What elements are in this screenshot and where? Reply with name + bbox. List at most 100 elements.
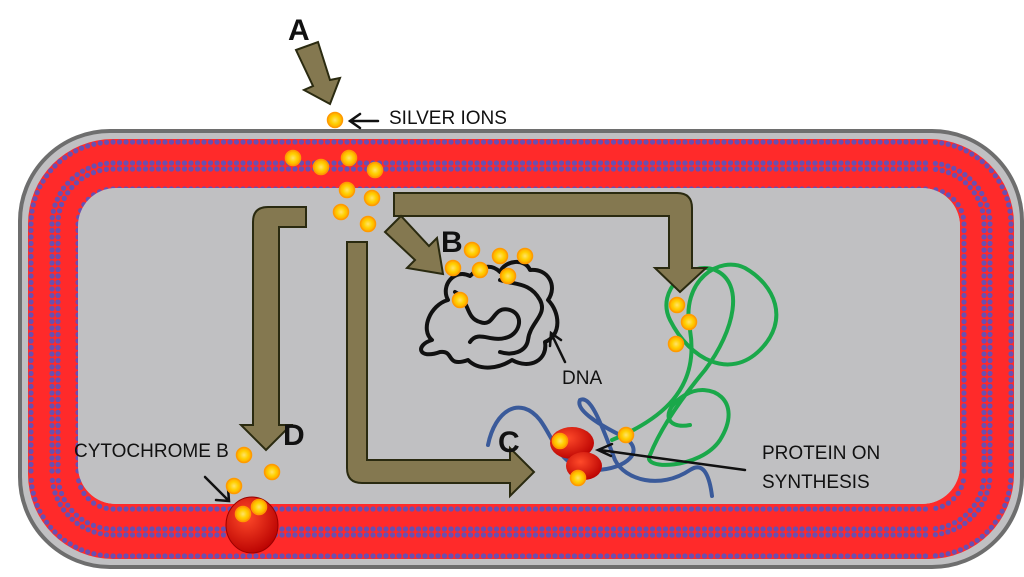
lipid-head <box>28 279 34 286</box>
lipid-head <box>129 139 136 145</box>
lipid-head <box>181 532 188 538</box>
lipid-head <box>402 160 409 166</box>
lipid-head <box>49 461 55 468</box>
lipid-head <box>987 429 993 435</box>
lipid-head <box>357 526 363 532</box>
lipid-head <box>708 160 714 166</box>
lipid-head <box>721 139 727 145</box>
lipid-head <box>812 166 818 172</box>
lipid-head <box>73 512 80 518</box>
lipid-head <box>1008 260 1014 266</box>
lipid-head <box>91 163 97 169</box>
lipid-head <box>896 160 903 166</box>
silver-ion <box>444 259 462 277</box>
lipid-head <box>55 409 61 416</box>
lipid-head <box>409 166 415 172</box>
lipid-head <box>987 338 993 344</box>
lipid-head <box>1008 299 1014 305</box>
lipid-head <box>591 506 597 512</box>
lipid-head <box>987 240 993 247</box>
silver-ion <box>363 189 381 207</box>
lipid-head <box>773 532 779 538</box>
lipid-head <box>461 532 467 538</box>
lipid-head <box>28 422 34 429</box>
lipid-head <box>753 553 760 559</box>
lipid-head <box>669 532 675 538</box>
lipid-head <box>779 506 786 512</box>
lipid-head <box>305 139 311 145</box>
lipid-head <box>957 145 964 151</box>
lipid-head <box>883 506 890 512</box>
lipid-head <box>987 227 993 234</box>
lipid-head <box>532 553 539 559</box>
lipid-head <box>669 166 675 172</box>
lipid-head <box>877 166 883 172</box>
lipid-head <box>987 442 993 448</box>
lipid-head <box>992 173 998 179</box>
lipid-head <box>975 507 982 513</box>
lipid-head <box>799 532 805 538</box>
lipid-head <box>708 506 714 512</box>
lipid-head <box>207 139 214 145</box>
lipid-head <box>55 357 61 364</box>
membrane-band <box>28 139 1014 559</box>
lipid-head <box>857 532 864 538</box>
lipid-head <box>714 506 721 512</box>
lipid-head <box>500 139 506 145</box>
lipid-head <box>922 526 929 532</box>
lipid-head <box>962 180 969 186</box>
lipid-head <box>701 553 708 559</box>
lipid-head <box>201 160 207 166</box>
lipid-head <box>987 286 993 292</box>
lipid-head <box>792 553 799 559</box>
lipid-head <box>357 166 363 172</box>
lipid-head <box>1008 286 1014 292</box>
lipid-head <box>49 383 55 390</box>
lipid-head <box>916 553 922 559</box>
lipid-head <box>932 553 939 559</box>
lipid-head <box>831 526 838 532</box>
lipid-head <box>987 477 993 483</box>
lipid-head <box>922 532 929 538</box>
lipid-head <box>389 139 396 145</box>
lipid-head <box>981 357 987 364</box>
lipid-head <box>617 166 623 172</box>
lipid-head <box>292 526 298 532</box>
lipid-head <box>188 532 194 538</box>
lipid-head <box>474 532 480 538</box>
lipid-head <box>975 497 981 503</box>
lipid-head <box>142 160 149 166</box>
lipid-head <box>467 160 474 166</box>
lipid-head <box>194 532 201 538</box>
lipid-head <box>129 553 136 559</box>
lipid-head <box>838 532 844 538</box>
lipid-head <box>945 192 952 198</box>
lipid-head <box>604 532 610 538</box>
lipid-head <box>350 166 357 172</box>
lipid-head <box>29 484 35 490</box>
lipid-head <box>695 526 701 532</box>
lipid-head <box>643 532 649 538</box>
lipid-head <box>207 506 214 512</box>
lipid-head <box>981 390 987 396</box>
lipid-head <box>1008 468 1014 474</box>
lipid-head <box>422 532 428 538</box>
lipid-head <box>396 553 402 559</box>
lipid-head <box>91 529 97 535</box>
lipid-head <box>506 526 513 532</box>
silver-ion <box>312 158 330 176</box>
lipid-head <box>1008 477 1014 483</box>
lipid-head <box>825 139 831 145</box>
lipid-head <box>584 139 591 145</box>
lipid-head <box>1006 202 1012 208</box>
lipid-head <box>383 506 389 512</box>
lipid-head <box>779 526 786 532</box>
lipid-head <box>805 526 812 532</box>
lipid-head <box>28 240 34 247</box>
lipid-head <box>987 396 993 403</box>
lipid-head <box>32 196 38 202</box>
lipid-head <box>682 553 688 559</box>
lipid-head <box>55 247 61 253</box>
lipid-head <box>844 139 851 145</box>
lipid-head <box>961 370 967 377</box>
